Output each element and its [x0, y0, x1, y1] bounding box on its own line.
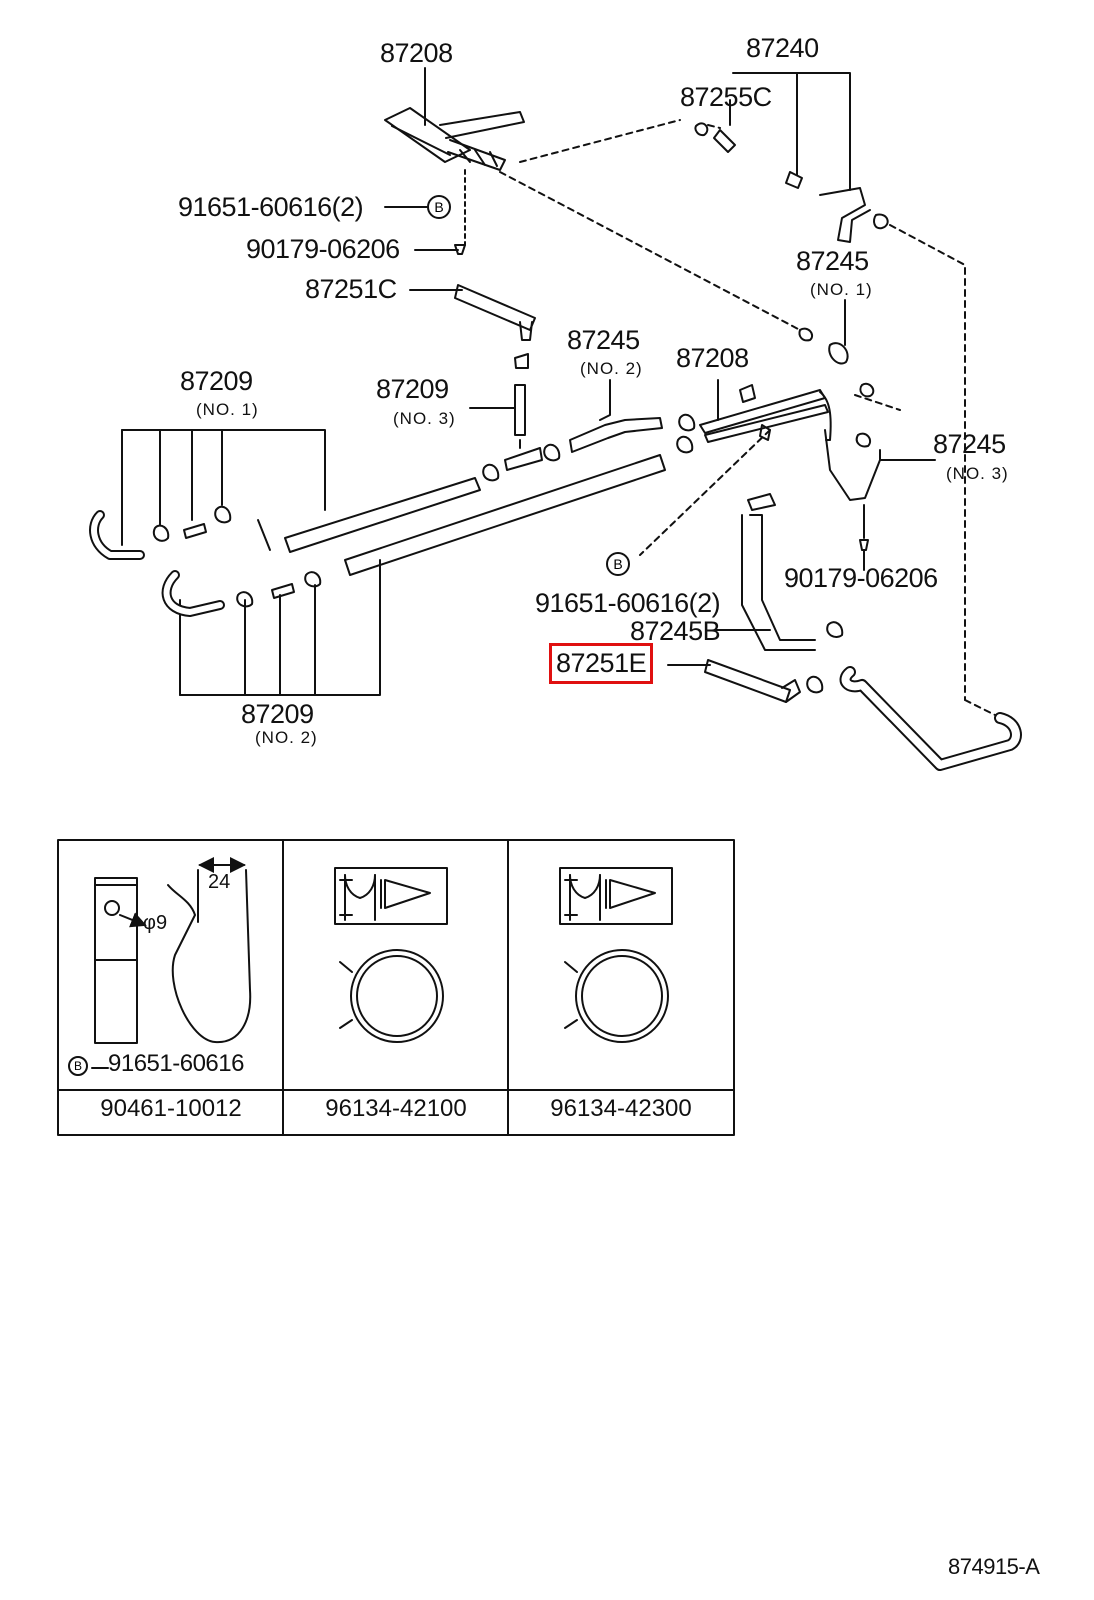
detail-table-frame — [57, 839, 735, 1136]
clamp-96134-42100-drawing — [334, 867, 448, 1043]
label-87209-no3[interactable]: 87209 — [376, 374, 449, 404]
dim-hole-label: φ9 — [143, 912, 168, 934]
label-91651-b[interactable]: 91651-60616(2) — [535, 588, 721, 618]
label-87245-no3[interactable]: 87245 — [933, 429, 1006, 459]
label-91651-a[interactable]: 91651-60616(2) — [178, 192, 364, 222]
long-pipe-lower — [344, 454, 666, 576]
label-87209-no2[interactable]: 87209 — [241, 699, 314, 729]
cell-part-90461-10012[interactable]: 90461-10012 — [100, 1095, 242, 1122]
label-87240[interactable]: 87240 — [746, 33, 819, 63]
label-87208-mid[interactable]: 87208 — [676, 343, 749, 373]
label-87251e-highlighted[interactable]: 87251E — [548, 643, 654, 684]
label-87251c[interactable]: 87251C — [305, 274, 397, 304]
label-87245-no2[interactable]: 87245 — [567, 325, 640, 355]
label-87245-no1-sub: (NO. 1) — [810, 280, 873, 299]
long-pipe-upper — [284, 477, 481, 553]
label-87208-top[interactable]: 87208 — [380, 38, 453, 68]
label-90179-a[interactable]: 90179-06206 — [246, 234, 400, 264]
label-87209-no3-sub: (NO. 3) — [393, 409, 456, 428]
label-90179-b[interactable]: 90179-06206 — [784, 563, 938, 593]
label-87209-no2-sub: (NO. 2) — [255, 728, 318, 747]
label-87209-no1[interactable]: 87209 — [180, 366, 253, 396]
label-87245-no1[interactable]: 87245 — [796, 246, 869, 276]
badge-b-2: B — [606, 552, 630, 576]
valve-87208-top — [384, 67, 525, 171]
cell-part-96134-42100[interactable]: 96134-42100 — [325, 1095, 467, 1122]
clip-90461-drawing — [91, 857, 252, 1069]
label-87245-no3-sub: (NO. 3) — [946, 464, 1009, 483]
cell-part-96134-42300[interactable]: 96134-42300 — [550, 1095, 692, 1122]
badge-b-3: B — [68, 1056, 88, 1076]
clamp-96134-42300-drawing — [559, 867, 673, 1043]
label-87209-no1-sub: (NO. 1) — [196, 400, 259, 419]
badge-b-1: B — [427, 195, 451, 219]
dim-width-label: 24 — [208, 871, 231, 893]
label-87255c[interactable]: 87255C — [680, 82, 772, 112]
label-87245-no2-sub: (NO. 2) — [580, 359, 643, 378]
label-91651-note[interactable]: 91651-60616 — [108, 1050, 244, 1077]
label-87245b[interactable]: 87245B — [630, 616, 721, 646]
diagram-code: 874915-A — [948, 1554, 1040, 1579]
